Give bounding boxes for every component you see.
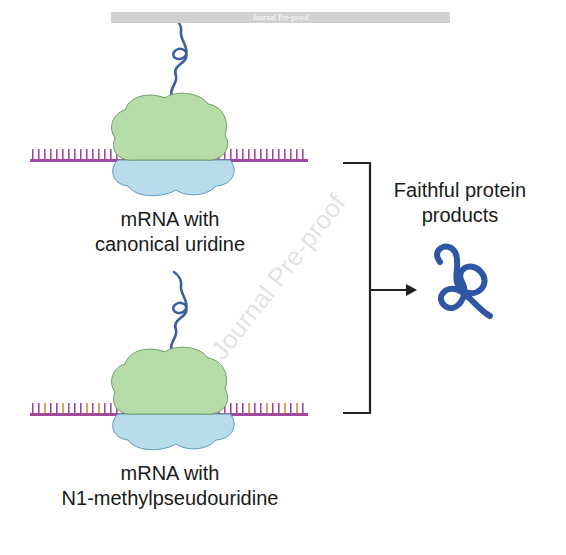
caption-label: Faithful protein products (375, 178, 545, 228)
protein-fold (437, 247, 490, 316)
bracket (343, 163, 370, 413)
header-text: Journal Pre-proof (111, 12, 450, 23)
nascent-chain (171, 18, 187, 100)
watermark: Journal Pre-proof (207, 191, 350, 364)
nascent-chain (171, 272, 187, 354)
small-subunit (113, 160, 234, 196)
caption-label: mRNA with N1-methylpseudouridine (50, 461, 290, 511)
arrow-shaft (370, 289, 408, 291)
ribosome-on-mrna (30, 18, 308, 196)
large-subunit (112, 93, 228, 160)
header-band: Journal Pre-proof (111, 12, 450, 23)
small-subunit (113, 414, 234, 450)
arrow-head (406, 284, 417, 296)
large-subunit (112, 347, 228, 414)
caption-label: mRNA with canonical uridine (85, 207, 255, 257)
